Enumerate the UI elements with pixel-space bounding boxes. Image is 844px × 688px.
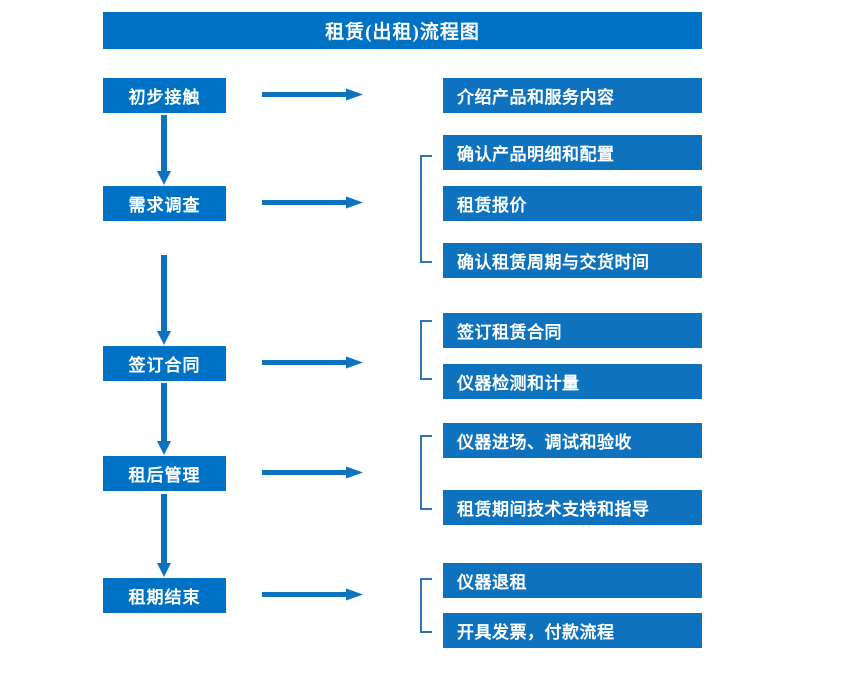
vertical-arrow-3 [156,383,172,455]
horizontal-arrow-1 [262,88,363,102]
horizontal-arrow-4 [262,466,363,480]
page-title: 租赁(出租)流程图 [103,12,702,49]
horizontal-arrow-2 [262,196,363,210]
horizontal-arrow-5 [262,588,363,602]
detail-box-6[interactable]: 仪器检测和计量 [443,364,702,399]
detail-box-1[interactable]: 介绍产品和服务内容 [443,78,702,113]
detail-box-3[interactable]: 租赁报价 [443,186,702,221]
group-bracket-4 [420,578,432,633]
horizontal-arrow-3 [262,356,363,370]
stage-box-1[interactable]: 初步接触 [103,78,226,113]
detail-box-7[interactable]: 仪器进场、调试和验收 [443,423,702,458]
group-bracket-1 [420,155,432,263]
detail-box-10[interactable]: 开具发票，付款流程 [443,613,702,648]
detail-box-2[interactable]: 确认产品明细和配置 [443,135,702,170]
group-bracket-3 [420,435,432,510]
detail-box-4[interactable]: 确认租赁周期与交货时间 [443,243,702,278]
group-bracket-2 [420,320,432,380]
stage-box-3[interactable]: 签订合同 [103,346,226,381]
stage-box-4[interactable]: 租后管理 [103,456,226,491]
stage-box-5[interactable]: 租期结束 [103,578,226,613]
stage-box-2[interactable]: 需求调查 [103,186,226,221]
detail-box-9[interactable]: 仪器退租 [443,563,702,598]
detail-box-5[interactable]: 签订租赁合同 [443,313,702,348]
vertical-arrow-4 [156,494,172,577]
detail-box-8[interactable]: 租赁期间技术支持和指导 [443,490,702,525]
vertical-arrow-1 [156,115,172,185]
vertical-arrow-2 [156,255,172,345]
